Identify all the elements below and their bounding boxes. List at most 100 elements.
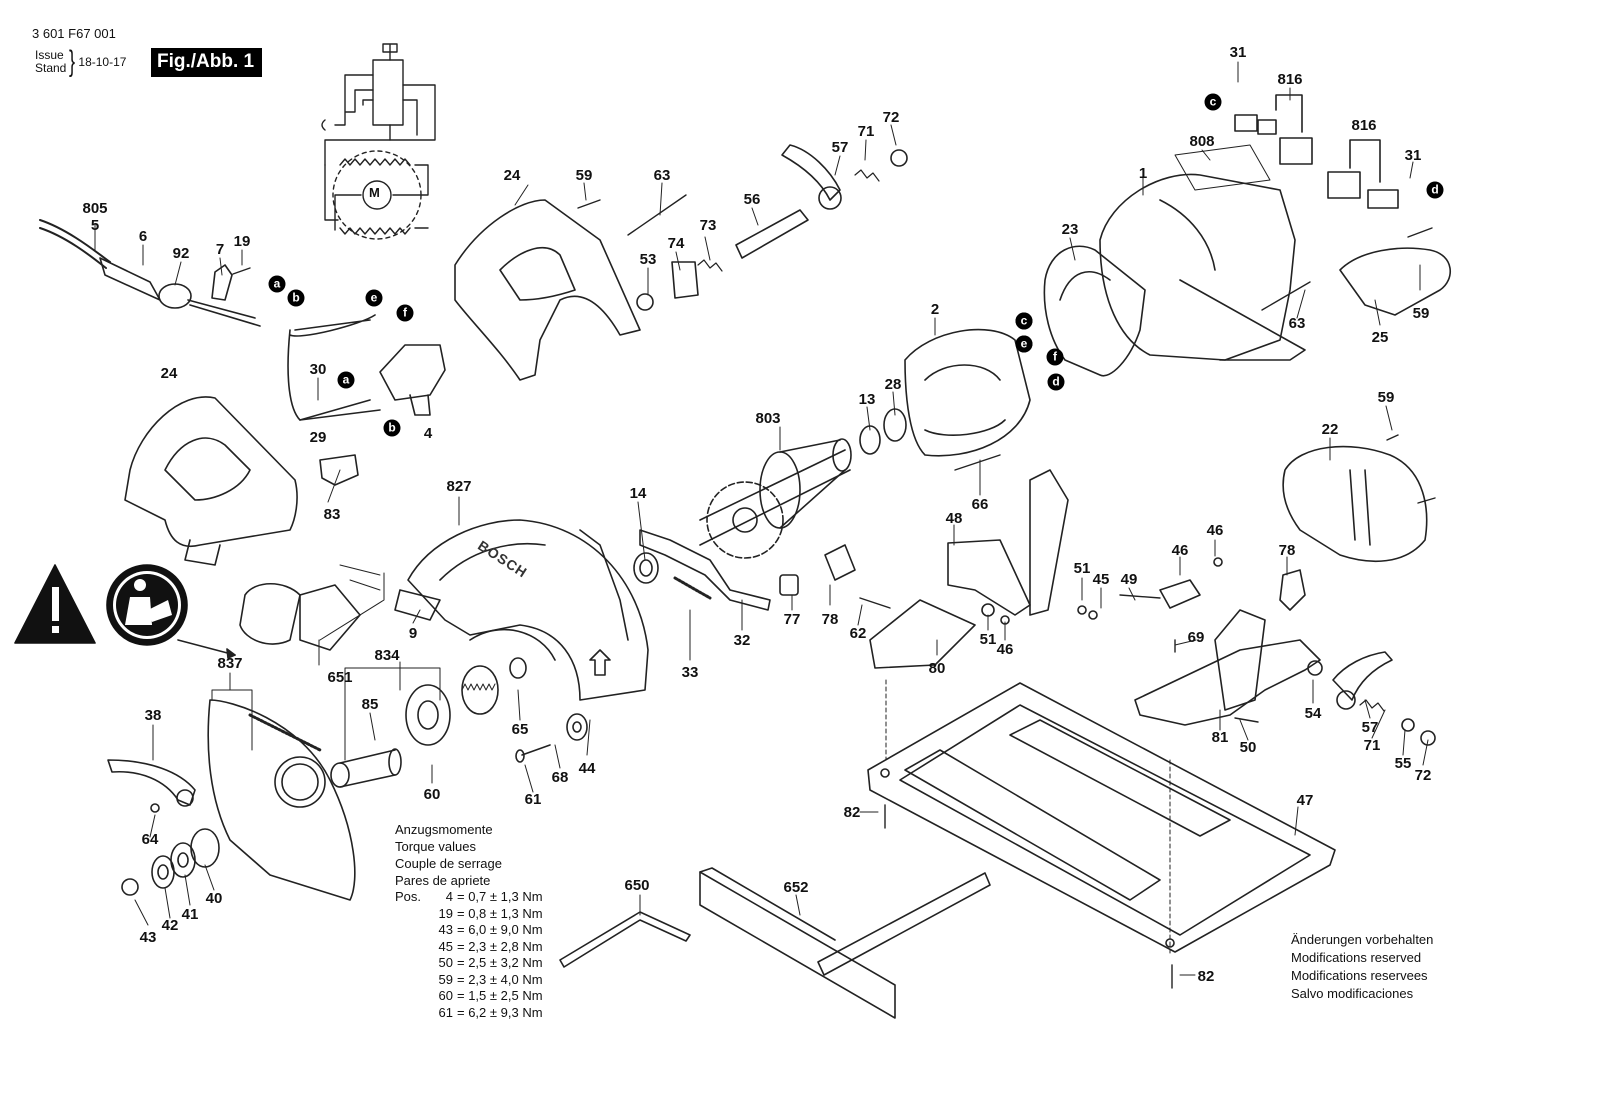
torque-value: = 2,3 ± 2,8 Nm: [457, 938, 543, 954]
hex-key: [559, 911, 691, 968]
document-number: 3 601 F67 001: [32, 26, 116, 41]
read-manual-icon: [106, 564, 188, 646]
connector-badge: e: [365, 289, 383, 307]
torque-value: = 6,2 ± 9,3 Nm: [457, 1004, 543, 1020]
torque-pos: 45: [438, 938, 453, 954]
part-label: 816: [1351, 117, 1377, 134]
part-label: 69: [1187, 629, 1205, 646]
warning-triangle-icon: [14, 564, 96, 644]
torque-value: = 2,5 ± 3,2 Nm: [457, 955, 543, 970]
part-label: 65: [511, 721, 529, 738]
part-label: 9: [408, 625, 418, 642]
part-label: 28: [884, 376, 902, 393]
part-label: 59: [1377, 389, 1395, 406]
part-label: 71: [857, 123, 875, 140]
part-label: 78: [1278, 542, 1296, 559]
screws: [232, 194, 1436, 989]
modifications-es: Salvo modificaciones: [1291, 986, 1414, 1001]
part-label: 51: [1073, 560, 1091, 577]
part-label: 72: [1414, 767, 1432, 784]
slide-plate: [869, 599, 976, 669]
part-label: 74: [667, 235, 685, 252]
part-label: 49: [1120, 571, 1138, 588]
power-cord: [39, 219, 261, 327]
part-label: 23: [1061, 221, 1079, 238]
part-label: 4: [423, 425, 433, 442]
part-label: 59: [575, 167, 593, 184]
lower-guard: [207, 699, 356, 901]
part-label: 42: [161, 917, 179, 934]
part-label: 834: [374, 647, 400, 664]
torque-pos: 61: [438, 1004, 453, 1020]
part-label: 29: [309, 429, 327, 446]
torque-row: 60= 1,5 ± 2,5 Nm: [395, 988, 543, 1005]
issue-label: Issue: [35, 48, 64, 62]
part-label: 6: [138, 228, 148, 245]
lever-right: [1332, 651, 1393, 710]
part-label: 41: [181, 906, 199, 923]
brush-holders: [1234, 94, 1399, 209]
part-label: 803: [755, 410, 781, 427]
connector-badge: b: [287, 289, 305, 307]
torque-pos: 60: [438, 988, 453, 1003]
part-label: 651: [327, 669, 353, 686]
part-label: 2: [930, 301, 940, 318]
part-label: 652: [783, 879, 809, 896]
part-label: 73: [699, 217, 717, 234]
part-label: 5: [90, 217, 100, 234]
part-label: 827: [446, 478, 472, 495]
torque-value: = 6,0 ± 9,0 Nm: [457, 922, 543, 937]
modifications-en: Modifications reserved: [1291, 950, 1422, 965]
part-label: 46: [1171, 542, 1189, 559]
part-label: 816: [1277, 71, 1303, 88]
part-label: 81: [1211, 729, 1229, 746]
part-label: 30: [309, 361, 327, 378]
part-label: 38: [144, 707, 162, 724]
modifications-note: Änderungen vorbehalten Modifications res…: [1291, 931, 1433, 1003]
torque-title-de: Anzugsmomente: [395, 822, 493, 837]
part-label: 25: [1371, 329, 1389, 346]
torque-pos: 50: [438, 955, 453, 970]
angle-bracket: [947, 469, 1069, 616]
lever-top: [781, 144, 842, 210]
torque-value: = 2,3 ± 4,0 Nm: [457, 971, 543, 987]
part-label: 85: [361, 696, 379, 713]
part-label: 63: [653, 167, 671, 184]
torque-values-block: Anzugsmomente Torque values Couple de se…: [395, 821, 543, 1021]
part-label: 56: [743, 191, 761, 208]
callout-arrow: [177, 639, 236, 659]
torque-row: 19= 0,8 ± 1,3 Nm: [395, 906, 543, 923]
modifications-de: Änderungen vorbehalten: [1291, 932, 1434, 947]
torque-row: 50 = 2,5 ± 3,2 Nm: [395, 955, 543, 972]
part-label: 83: [323, 506, 341, 523]
torque-row: 61= 6,2 ± 9,3 Nm: [395, 1005, 543, 1022]
part-label: 1: [1138, 165, 1148, 182]
part-label: 7: [215, 241, 225, 258]
flange-washers: [121, 803, 220, 896]
torque-pos: 4: [445, 889, 453, 904]
part-label: 64: [141, 831, 159, 848]
upper-guard: [407, 519, 649, 701]
handle-left: [124, 396, 298, 566]
torque-pos: 59: [438, 971, 453, 987]
wires: [287, 314, 381, 421]
switch: [379, 344, 446, 416]
part-label: 31: [1404, 147, 1422, 164]
connector-badge: a: [337, 371, 355, 389]
figure-label: Fig./Abb. 1: [151, 48, 263, 77]
part-label: 13: [858, 391, 876, 408]
part-label: 808: [1189, 133, 1215, 150]
part-label: 22: [1321, 421, 1339, 438]
wiring-schematic: [321, 43, 436, 240]
torque-row: 45= 2,3 ± 2,8 Nm: [395, 939, 543, 956]
connector-badge: e: [1015, 335, 1033, 353]
connector-badge: d: [1426, 181, 1444, 199]
part-label: 57: [831, 139, 849, 156]
connector-badge: f: [396, 304, 414, 322]
part-label: 31: [1229, 44, 1247, 61]
torque-title-fr: Couple de serrage: [395, 856, 502, 871]
part-label: 33: [681, 664, 699, 681]
